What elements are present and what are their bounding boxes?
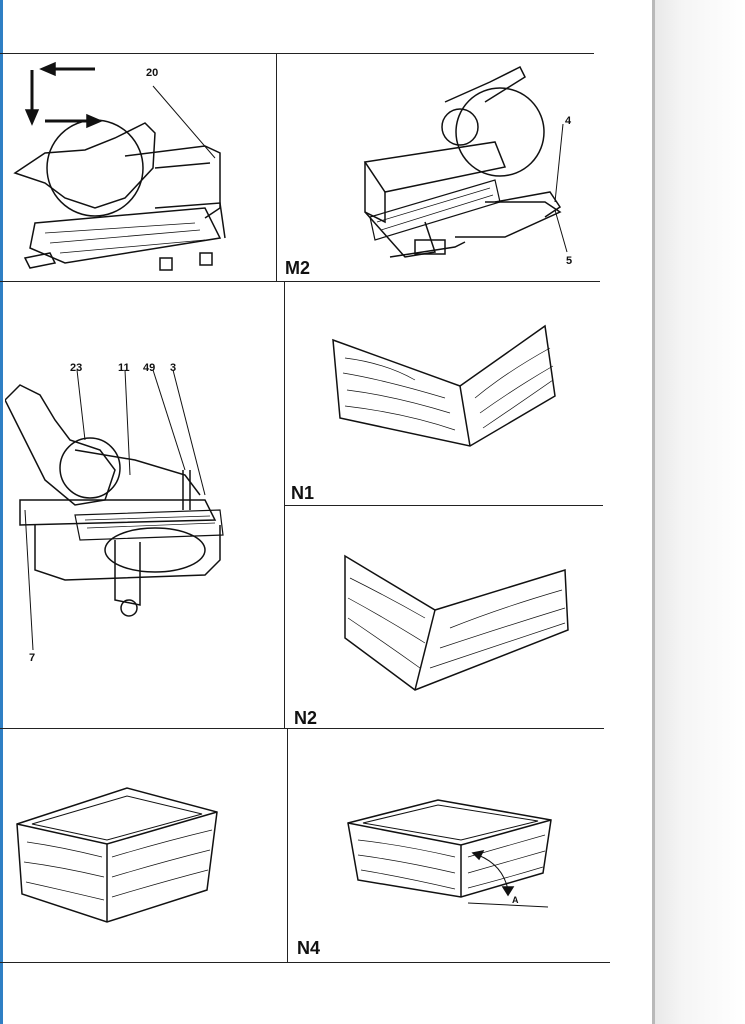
callout-5: 5 xyxy=(566,255,573,267)
scan-edge-right xyxy=(655,0,745,1024)
figure-label-m2: M2 xyxy=(285,258,311,278)
grid-line-row1 xyxy=(0,281,600,282)
callout-3: 3 xyxy=(170,362,177,374)
miter-saw-illustration-m2 xyxy=(363,65,568,258)
grid-vline-1 xyxy=(276,53,277,281)
callout-a: A xyxy=(512,895,519,905)
grid-line-row2 xyxy=(0,728,604,729)
figure-label-n1: N1 xyxy=(291,483,315,503)
grid-vline-3 xyxy=(287,728,288,962)
grid-line-bottom xyxy=(0,962,610,963)
grid-line-top xyxy=(0,53,594,54)
miter-joint-illustration-n1 xyxy=(332,324,556,447)
bevel-joint-illustration-n2 xyxy=(344,554,569,691)
miter-saw-illustration-top-left xyxy=(13,61,226,271)
callout-11: 11 xyxy=(118,362,130,374)
figure-label-n4: N4 xyxy=(297,938,321,958)
page-fold-line xyxy=(652,0,655,1024)
miter-saw-illustration-mid-left xyxy=(5,369,224,651)
wooden-box-illustration-left xyxy=(16,787,218,923)
grid-vline-2 xyxy=(284,281,285,728)
callout-4: 4 xyxy=(565,115,572,127)
callout-23: 23 xyxy=(70,362,83,374)
callout-49: 49 xyxy=(143,362,156,374)
callout-20: 20 xyxy=(146,67,159,79)
callout-7: 7 xyxy=(29,652,36,664)
scan-edge-left xyxy=(0,0,3,1024)
wooden-box-illustration-n4 xyxy=(347,799,552,908)
figure-label-n2: N2 xyxy=(294,708,318,728)
grid-line-n1-n2 xyxy=(285,505,603,506)
